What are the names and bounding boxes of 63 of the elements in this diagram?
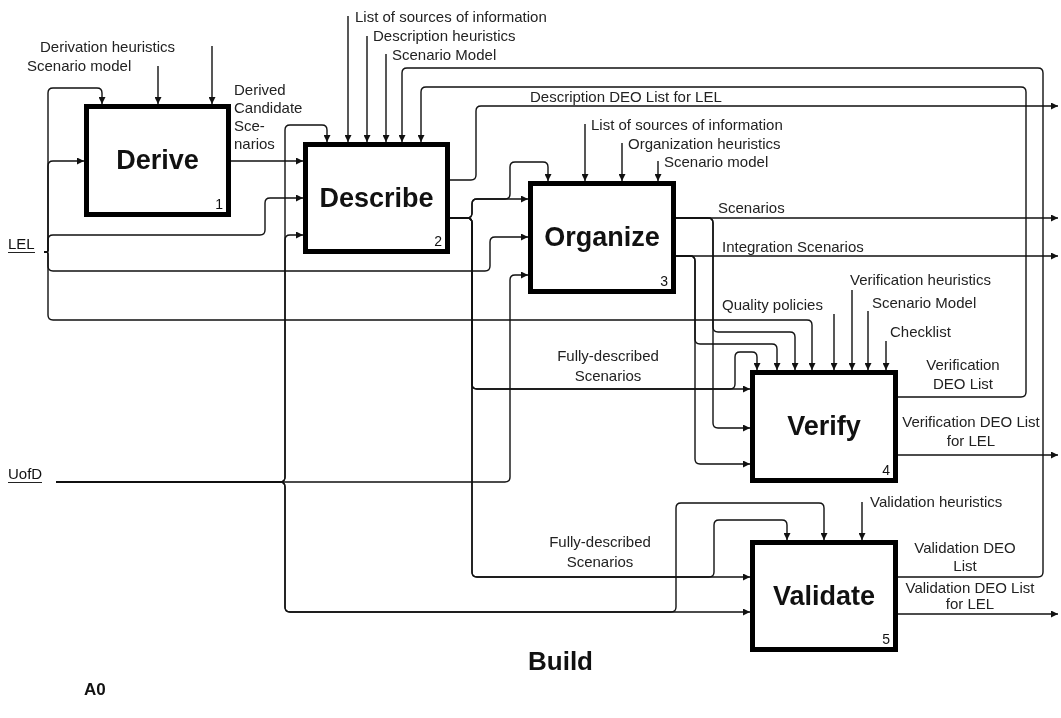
- edge-label: Validation DEO List: [913, 539, 1017, 575]
- process-name: Derive: [116, 145, 199, 176]
- edge-label: Fully-described Scenarios: [548, 532, 652, 572]
- arrow: [398, 67, 1044, 578]
- edge-label: Fully-described Scenarios: [556, 346, 660, 386]
- process-number: 1: [215, 196, 223, 212]
- arrow: [417, 86, 1027, 398]
- process-box: [750, 540, 898, 652]
- edge-label: Verification DEO List: [925, 355, 1001, 393]
- edge-label: Scenario Model: [392, 46, 497, 63]
- process-name: Organize: [544, 222, 660, 253]
- arrow: [208, 45, 216, 105]
- arrow: [230, 157, 304, 165]
- edge-label: Quality policies: [722, 296, 823, 313]
- edge-label: Derivation heuristics: [40, 38, 176, 55]
- arrow: [363, 35, 371, 143]
- arrow: [864, 310, 872, 371]
- edge-label: Verification DEO List for LEL: [902, 412, 1040, 450]
- diagram-title: Build: [528, 646, 593, 677]
- edge-label: Scenario model: [27, 57, 132, 74]
- edge-label: List of sources of information: [355, 8, 547, 25]
- edge-label: Scenario Model: [872, 294, 977, 311]
- process-name: Verify: [787, 411, 861, 442]
- arrow: [581, 123, 589, 182]
- arrow: [830, 313, 838, 371]
- arrow: [382, 53, 390, 143]
- process-number: 2: [434, 233, 442, 249]
- arrow: [449, 102, 1059, 181]
- process-box: [84, 104, 231, 217]
- process-box: [528, 181, 676, 294]
- edge-label: Description heuristics: [373, 27, 516, 44]
- arrow: [675, 217, 751, 432]
- edge-label: Verification heuristics: [850, 271, 991, 288]
- process-number: 3: [660, 273, 668, 289]
- edge-label: Scenarios: [718, 199, 785, 216]
- edge-label: List of sources of information: [591, 116, 783, 133]
- process-name: Validate: [772, 580, 876, 612]
- arrow: [897, 451, 1059, 459]
- edge-label: Description DEO List for LEL: [530, 88, 722, 105]
- edge-label: Derived Candidate Sce- narios: [234, 81, 304, 153]
- arrow: [675, 255, 751, 468]
- edge-label: Validation DEO List for LEL: [904, 580, 1036, 612]
- arrow: [618, 142, 626, 182]
- process-box: [750, 370, 898, 483]
- arrow: [882, 340, 890, 371]
- edge-label: Integration Scenarios: [722, 238, 864, 255]
- arrow: [858, 501, 866, 541]
- edge-label: Checklist: [890, 323, 951, 340]
- arrow: [654, 160, 662, 182]
- process-number: 5: [882, 631, 890, 647]
- arrow: [848, 289, 856, 371]
- arrow: [154, 65, 162, 105]
- arrow: [344, 15, 352, 143]
- arrow: [897, 610, 1059, 618]
- edge-label: Validation heuristics: [870, 493, 1003, 510]
- process-number: 4: [882, 462, 890, 478]
- edge-label: Scenario model: [664, 153, 769, 170]
- node-number: A0: [84, 680, 106, 700]
- edge-label: Organization heuristics: [628, 135, 781, 152]
- boundary-input-label: LEL: [8, 236, 35, 253]
- process-box: [303, 142, 450, 254]
- process-name: Describe: [319, 182, 434, 214]
- boundary-input-label: UofD: [8, 466, 43, 483]
